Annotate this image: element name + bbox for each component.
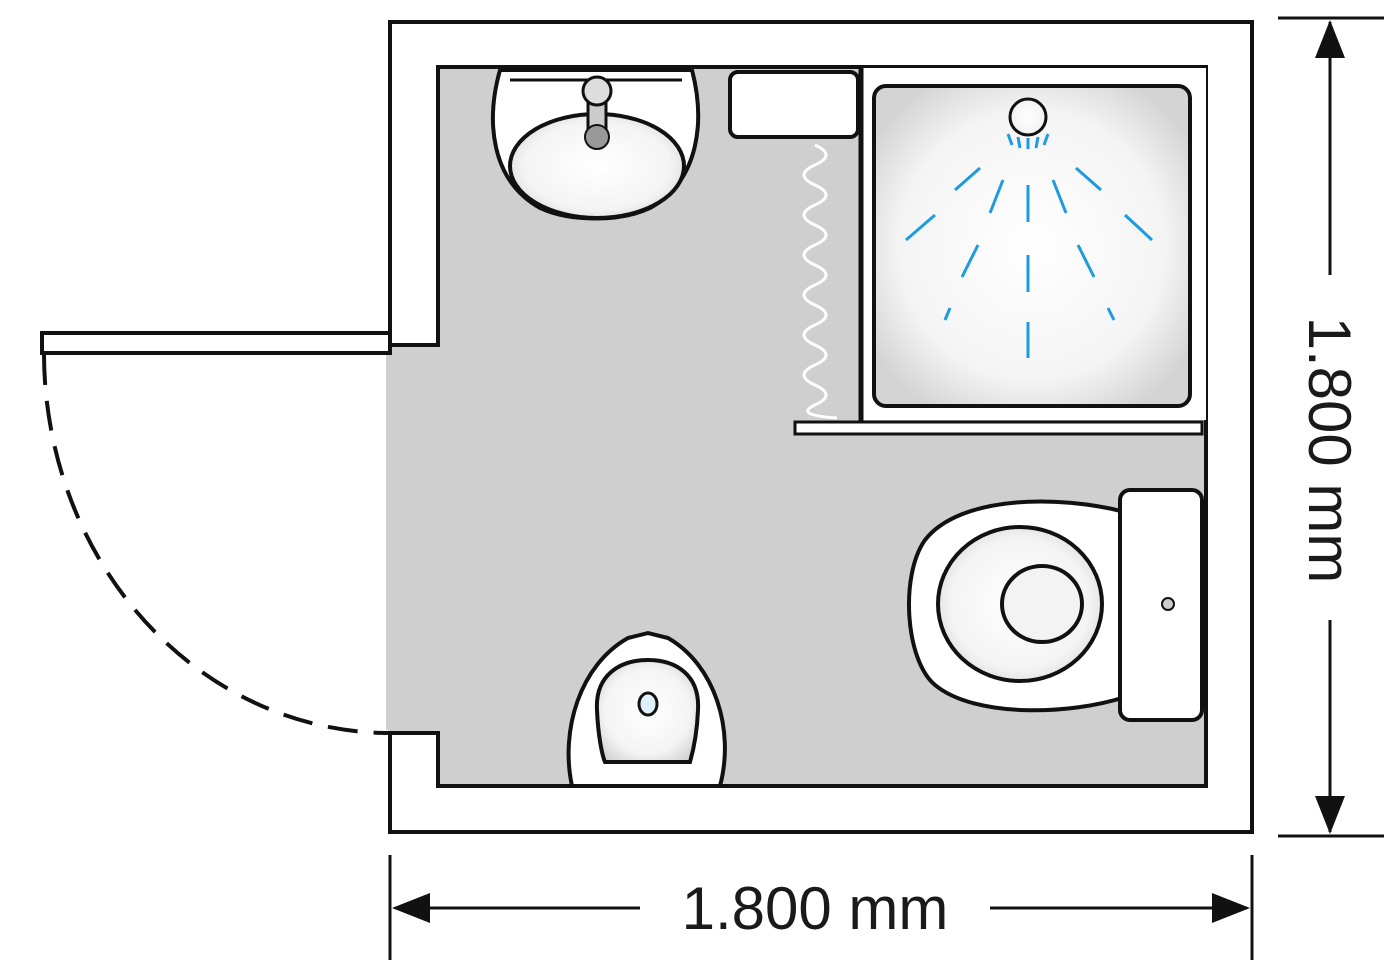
flush-button-icon: [1161, 597, 1175, 611]
toilet: [907, 488, 1204, 722]
wall-edge-lower: [388, 731, 440, 786]
shower-wall-shelf: [793, 420, 1204, 436]
arrow-right-icon: [1212, 893, 1250, 923]
height-label: 1.800 mm: [1296, 317, 1363, 584]
door-leaf: [40, 331, 392, 355]
door-swing-arc: [42, 354, 391, 735]
height-dimension: [1278, 16, 1384, 838]
arrow-left-icon: [392, 893, 430, 923]
shower-head-icon: [1008, 97, 1048, 137]
arrow-up-icon: [1315, 20, 1345, 58]
width-dimension: [388, 855, 1254, 960]
drain-icon: [637, 691, 659, 717]
washbasin: [491, 68, 701, 221]
cabinet: [728, 70, 860, 139]
width-label: 1.800 mm: [682, 875, 949, 942]
water-spray-icon: [905, 133, 1154, 358]
door-opening: [388, 347, 440, 731]
bidet: [566, 630, 727, 788]
arrow-down-icon: [1315, 796, 1345, 834]
toilet-tank: [1118, 488, 1204, 722]
shower-tray: [858, 67, 1206, 422]
shower-curtain: [802, 143, 838, 420]
